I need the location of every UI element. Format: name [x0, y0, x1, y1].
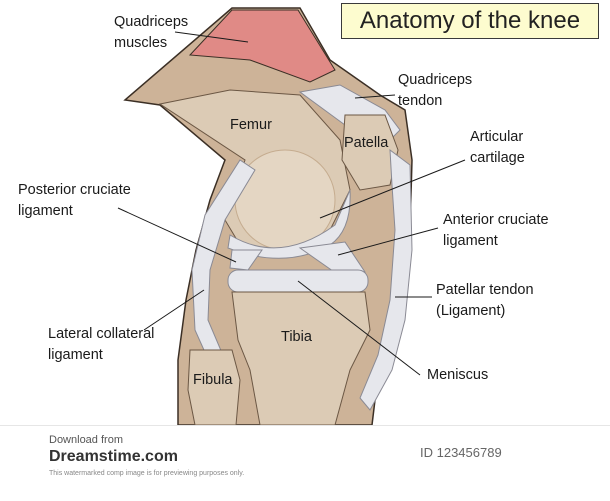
label-femur: Femur — [230, 117, 272, 133]
label-patellar-tendon: Patellar tendon (Ligament) — [436, 282, 534, 319]
leader-articular-cartilage — [319, 159, 466, 219]
leader-meniscus — [297, 280, 421, 376]
leader-lateral-collateral — [143, 289, 205, 331]
label-posterior-cruciate: Posterior cruciate ligament — [18, 182, 131, 219]
label-tibia: Tibia — [281, 329, 312, 345]
download-from-text: Download from — [49, 434, 123, 446]
page-title: Anatomy of the knee — [359, 7, 581, 34]
label-quadriceps-tendon: Quadriceps tendon — [398, 72, 473, 109]
articular-cartilage — [227, 189, 351, 259]
watermark-footer — [0, 425, 610, 501]
label-lateral-collateral: Lateral collateral ligament — [48, 326, 155, 363]
label-articular-cartilage: Articular cartilage — [470, 129, 525, 166]
quadriceps-muscle — [188, 9, 336, 83]
leader-quadriceps-tendon — [354, 94, 396, 99]
label-patella: Patella — [344, 135, 389, 151]
leader-anterior-cruciate — [337, 227, 439, 256]
label-anterior-cruciate: Anterior cruciate ligament — [443, 212, 549, 249]
leader-quadriceps-muscles — [174, 31, 249, 43]
watermark-note: This watermarked comp image is for previ… — [49, 470, 245, 477]
leader-posterior-cruciate — [117, 207, 237, 263]
title-box: Anatomy of the knee — [341, 3, 599, 39]
dreamstime-link[interactable]: Dreamstime.com — [49, 448, 178, 465]
label-quadriceps-muscles: Quadriceps muscles — [114, 14, 189, 51]
patellar-tendon — [359, 148, 413, 411]
patella-bone — [341, 114, 399, 191]
label-meniscus: Meniscus — [427, 367, 489, 383]
label-fibula: Fibula — [193, 372, 233, 388]
image-id: ID 123456789 — [420, 445, 502, 460]
anterior-cruciate-ligament — [298, 241, 366, 277]
